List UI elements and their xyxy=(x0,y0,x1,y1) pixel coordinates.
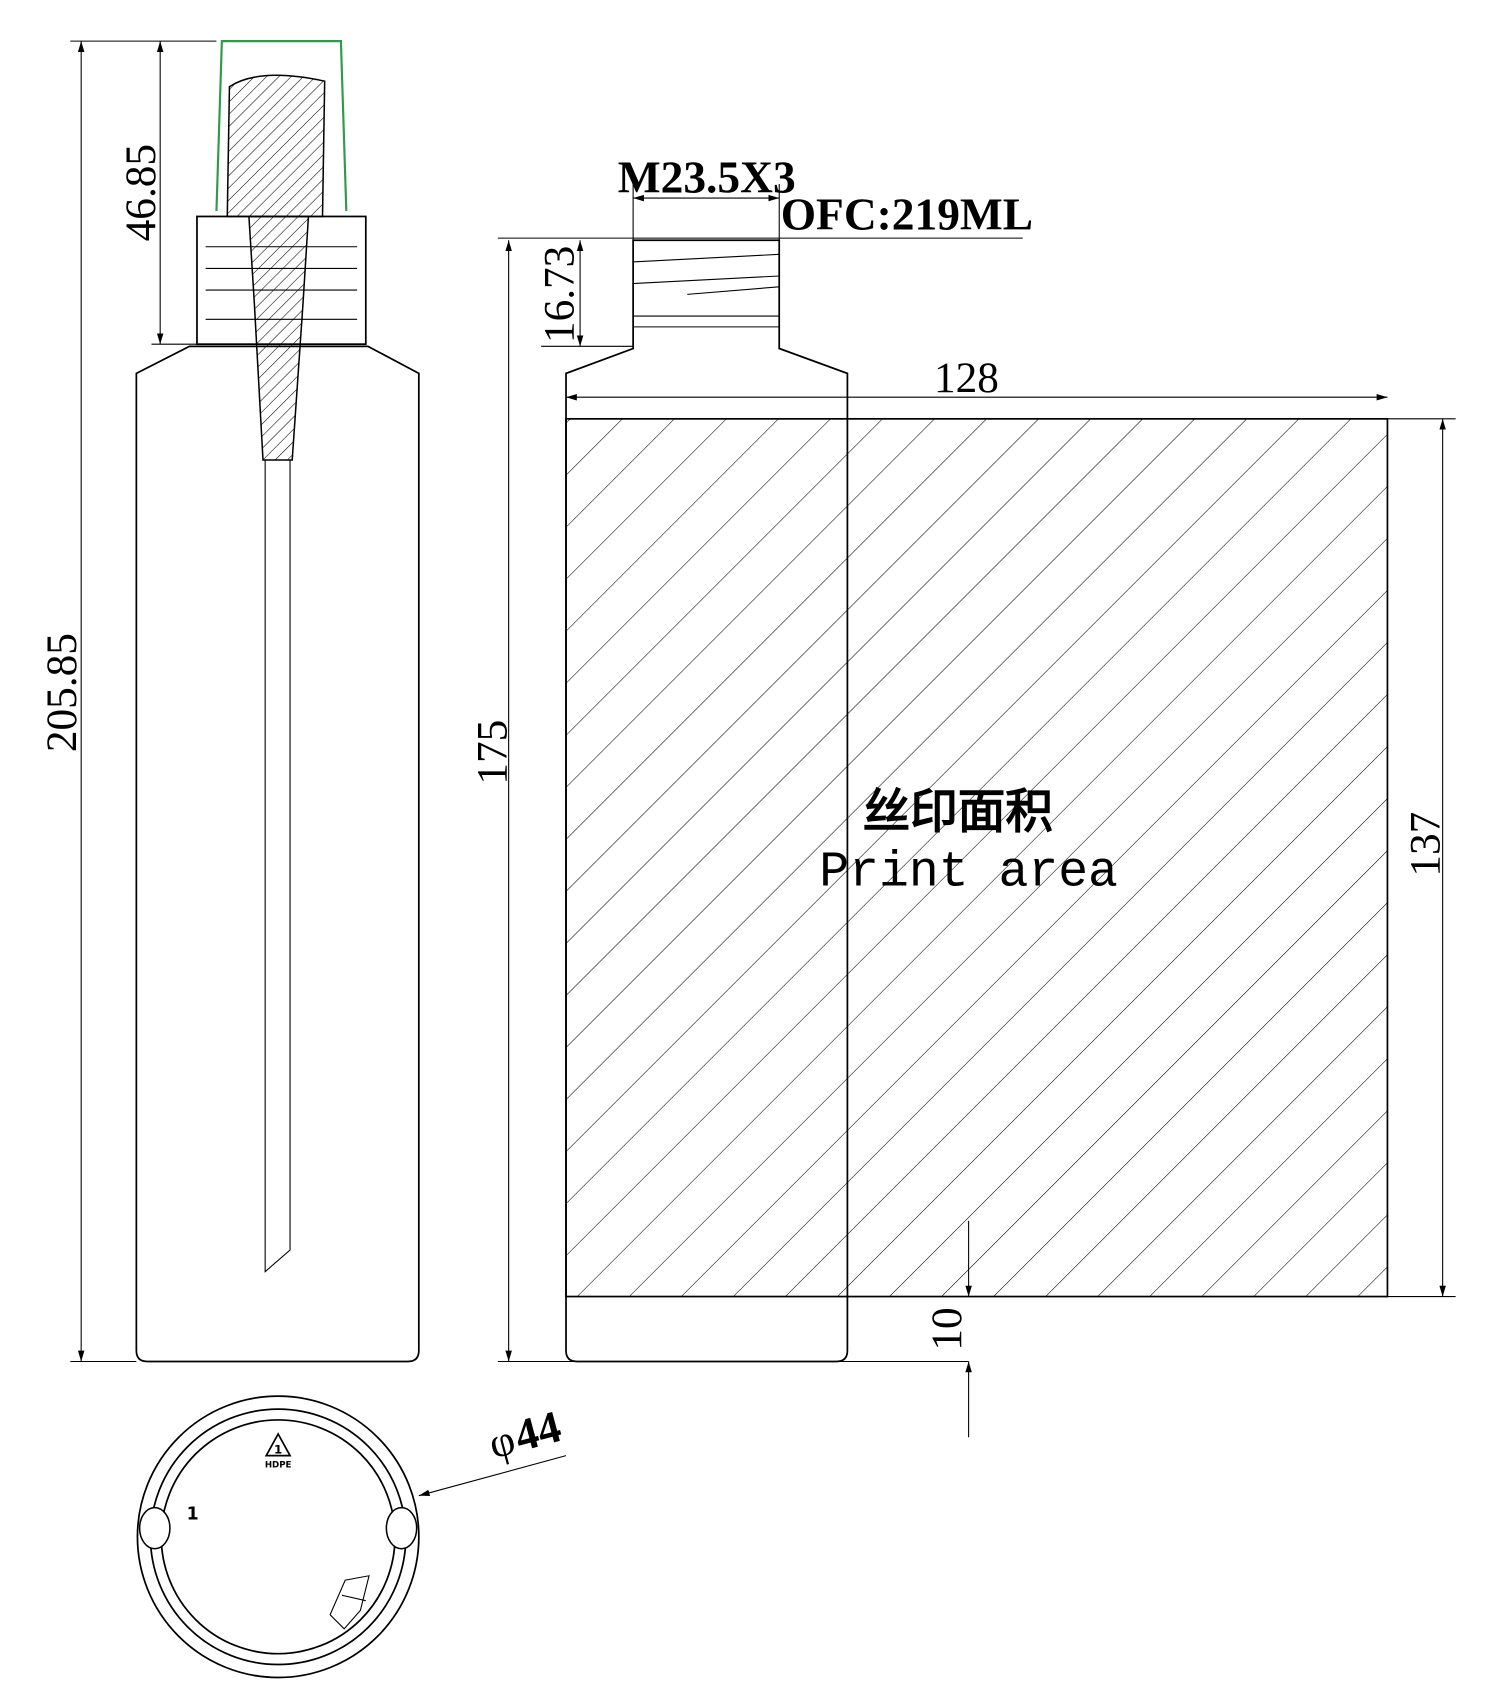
bottom-view: 1 HDPE 1 φ 44 xyxy=(136,1395,567,1679)
recycle-icon: 1 HDPE xyxy=(264,1432,292,1471)
print-area-hatch xyxy=(565,417,1389,1298)
side-view-with-pump: 205.85 46.85 xyxy=(38,40,420,1363)
bottom-margin-label: 10 xyxy=(923,1307,971,1350)
pump-stem xyxy=(248,215,310,461)
cap-outline xyxy=(215,40,348,212)
capacity-label: OFC:219ML xyxy=(781,188,1033,239)
print-area-label-en: Print area xyxy=(819,844,1118,900)
print-height-label: 137 xyxy=(1401,812,1449,877)
thread-label: M23.5X3 xyxy=(618,152,796,203)
svg-text:HDPE: HDPE xyxy=(265,1461,292,1471)
actuator xyxy=(226,74,326,218)
body-height-label: 175 xyxy=(468,720,516,785)
svg-text:1: 1 xyxy=(274,1442,282,1456)
dip-tube xyxy=(264,459,291,1273)
neck-height-label: 16.73 xyxy=(536,246,584,343)
print-area-label-cn: 丝印面积 xyxy=(863,785,1053,840)
total-height-label: 205.85 xyxy=(38,633,86,752)
print-width-label: 128 xyxy=(934,354,999,402)
cap-height-label: 46.85 xyxy=(117,144,165,241)
side-view-print-area: 丝印面积 Print area M23.5X3 OFC:219ML 175 16… xyxy=(468,152,1456,1438)
cavity-number: 1 xyxy=(187,1504,199,1524)
